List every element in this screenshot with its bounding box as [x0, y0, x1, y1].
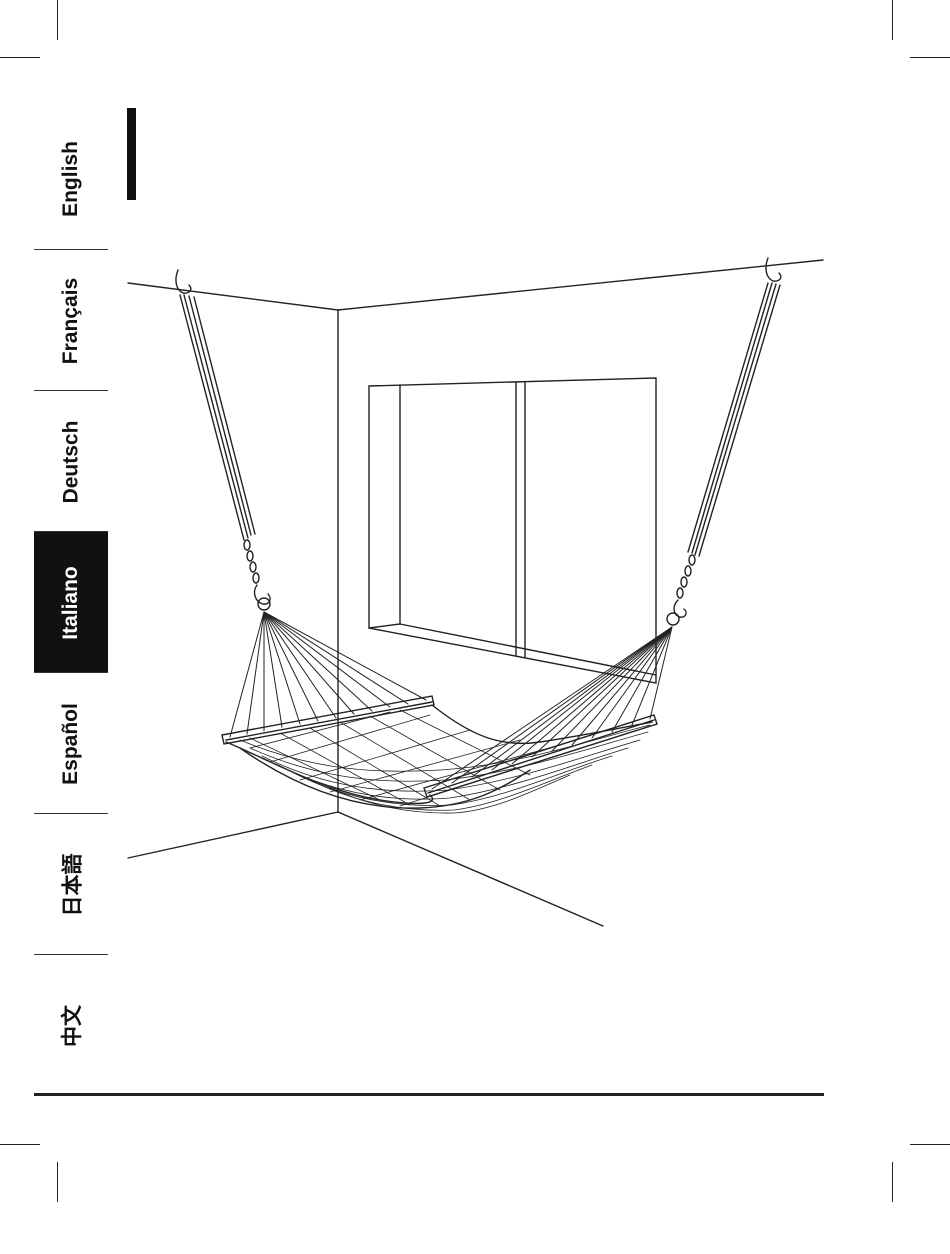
rope-left — [180, 295, 255, 540]
chain-right — [667, 555, 695, 625]
bottom-rule — [34, 1093, 824, 1096]
window — [369, 378, 656, 683]
end-cords-right — [432, 627, 672, 789]
chain-left — [244, 540, 270, 610]
floor-edge-left — [128, 812, 338, 858]
floor-edge-right — [338, 812, 603, 926]
ceiling-edge-right — [338, 260, 823, 310]
ceiling-edge-left — [128, 283, 338, 310]
spreader-bar-left — [222, 696, 434, 744]
hook-right — [766, 258, 781, 281]
end-cords-left — [230, 612, 426, 737]
rope-right — [688, 283, 780, 556]
